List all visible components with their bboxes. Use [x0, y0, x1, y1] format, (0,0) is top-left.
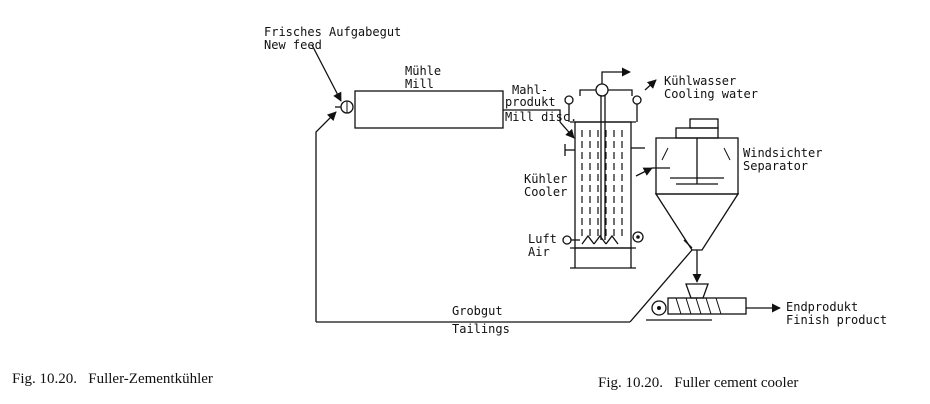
mill-discharge-label-de-1: Mahl- [512, 83, 548, 97]
mill-discharge-flow [503, 109, 575, 139]
air-label-en: Air [528, 245, 550, 259]
separator-tailings-gate [683, 239, 693, 249]
finish-product-label-de: Endprodukt [786, 300, 858, 314]
separator-vanes [661, 147, 731, 161]
cooling-water-label-en: Cooling water [664, 87, 758, 101]
new-feed-label-en: New feed [264, 38, 322, 52]
water-valve-icon [595, 83, 609, 97]
screw-conveyor [646, 283, 747, 321]
separator-plates [670, 177, 724, 185]
cooler-label-de: Kühler [524, 172, 567, 186]
separator [652, 118, 740, 251]
conveyor-flights [675, 297, 722, 315]
separator-cone [654, 193, 740, 251]
caption-german: Fig. 10.20. Fuller-Zementkühler [12, 371, 213, 387]
cooler [564, 95, 645, 269]
conveyor-trough [667, 297, 747, 315]
new-feed-arrow [311, 44, 342, 102]
conveyor-motor-icon [651, 300, 667, 316]
new-feed-label-de: Frisches Aufgabegut [264, 25, 401, 39]
conveyor-hopper [685, 283, 709, 299]
mill-label-de: Mühle [405, 64, 441, 78]
mill-drum [354, 90, 504, 129]
cooler-to-separator-arrow [635, 167, 653, 177]
tailings-return [315, 111, 693, 323]
finish-product-label-en: Finish product [786, 313, 887, 327]
mill-label-en: Mill [405, 77, 434, 91]
cooling-water-inlet-arrow [644, 79, 657, 91]
tailings-label-en: Tailings [452, 322, 510, 336]
cooling-water-line-left [579, 89, 596, 96]
air-inlet-icon [562, 235, 572, 245]
mill-discharge-label-de-2: produkt [505, 95, 556, 109]
tailings-label-de: Grobgut [452, 304, 503, 318]
fan-hub [636, 235, 640, 239]
mill-discharge-label-en: Mill disc. [505, 110, 577, 124]
separator-motor [689, 118, 719, 129]
new-feed-flow [311, 44, 342, 102]
separator-label-de: Windsichter [743, 146, 822, 160]
tailings-chute [629, 249, 693, 323]
cooling-water-line-right [608, 89, 633, 96]
mill-discharge-line [503, 109, 561, 122]
cooler-label-en: Cooler [524, 185, 567, 199]
air-label-de: Luft [528, 232, 557, 246]
fan-icon [632, 231, 644, 243]
mill-discharge-arrow [559, 121, 575, 139]
air-inlet [562, 235, 580, 245]
separator-drive [675, 127, 719, 139]
conveyor-motor-hub [657, 306, 661, 310]
separator-label-en: Separator [743, 159, 808, 173]
mill [335, 90, 504, 129]
caption-english: Fig. 10.20. Fuller cement cooler [598, 375, 798, 391]
cooling-water-gauge-icon [564, 95, 574, 105]
cooling-water-circuit [564, 67, 657, 122]
tailings-to-mill-arrow [315, 111, 337, 322]
air-grate [581, 234, 619, 245]
cooling-water-outlet-arrow [601, 67, 631, 84]
cooling-water-label-de: Kühlwasser [664, 74, 736, 88]
cooling-water-gauge-icon [632, 95, 642, 105]
